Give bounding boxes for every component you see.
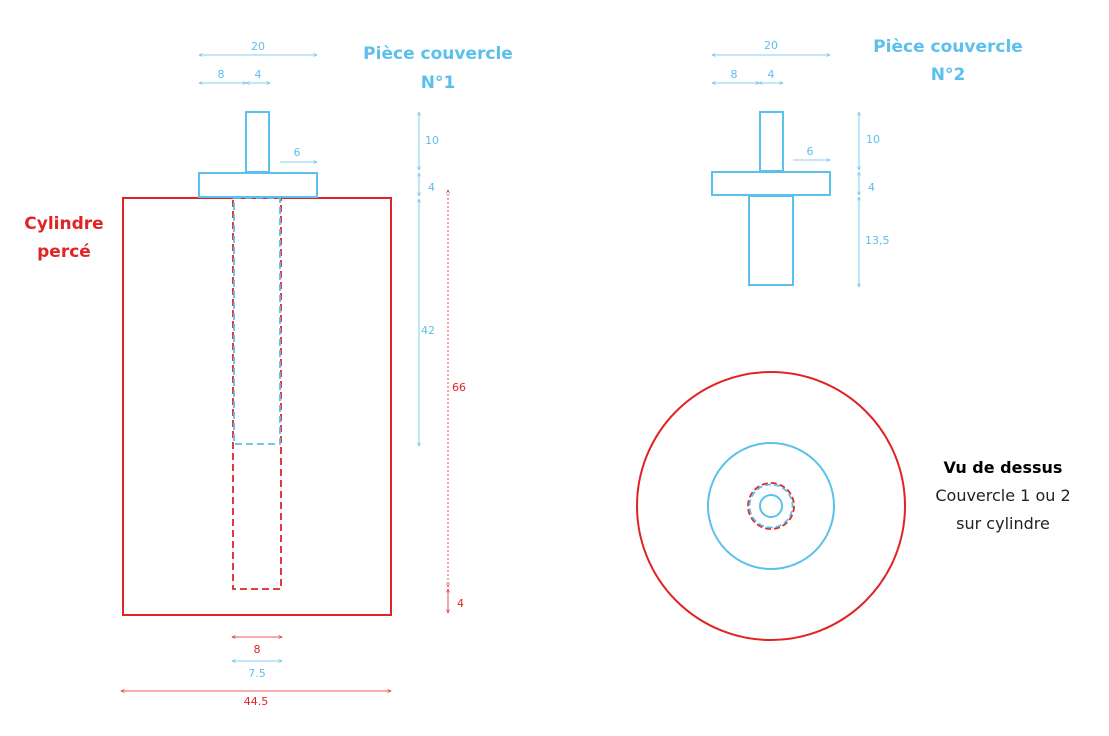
top-view-hole bbox=[747, 482, 795, 530]
piece2-flange bbox=[711, 171, 831, 196]
dim-bottom-gap: 4 bbox=[457, 597, 464, 610]
cylinder-title-line2: percé bbox=[37, 242, 91, 262]
dim-width-total: 20 bbox=[251, 40, 265, 53]
cylinder-title-line1: Cylindre bbox=[24, 214, 103, 234]
top-view-flange bbox=[707, 442, 835, 570]
dim-cyl-diam: 44.5 bbox=[244, 695, 269, 708]
topview-title: Vu de dessus bbox=[944, 458, 1063, 477]
dim2-stem-height: 10 bbox=[866, 133, 880, 146]
topview-line2: sur cylindre bbox=[956, 514, 1050, 533]
piece1-side-view: 20 8 4 6 10 4 42 66 4 8 7.5 44.5 bbox=[121, 40, 466, 708]
dim2-width-total: 20 bbox=[764, 39, 778, 52]
piece2-title-line2: N°2 bbox=[931, 65, 966, 85]
piece1-pin bbox=[233, 197, 281, 445]
piece1-stem bbox=[245, 111, 270, 173]
top-view-cylinder bbox=[636, 371, 906, 641]
piece1-flange bbox=[198, 172, 318, 198]
dim2-flange-overhang: 6 bbox=[807, 145, 814, 158]
piece2-stem bbox=[759, 111, 784, 172]
dim2-left-offset: 8 bbox=[731, 68, 738, 81]
dim-stem-height: 10 bbox=[425, 134, 439, 147]
dim2-flange-height: 4 bbox=[868, 181, 875, 194]
piece2-side-view: 20 8 4 6 10 4 13,5 bbox=[711, 39, 890, 287]
topview-line1: Couvercle 1 ou 2 bbox=[935, 486, 1070, 505]
dim-pin-length: 42 bbox=[421, 324, 435, 337]
top-view bbox=[636, 371, 906, 641]
piece2-pin bbox=[748, 195, 794, 286]
dim2-pin-length: 13,5 bbox=[865, 234, 890, 247]
dim-left-offset: 8 bbox=[218, 68, 225, 81]
cylinder-hole bbox=[232, 197, 282, 590]
dim-flange-overhang: 6 bbox=[294, 146, 301, 159]
dim-flange-height: 4 bbox=[428, 181, 435, 194]
top-view-stem bbox=[759, 494, 783, 518]
top-view-pin bbox=[748, 483, 794, 529]
dim-pin-diam: 7.5 bbox=[248, 667, 266, 680]
dim-hole-diam: 8 bbox=[254, 643, 261, 656]
dim-stem-width: 4 bbox=[255, 68, 262, 81]
piece2-title-line1: Pièce couvercle bbox=[873, 37, 1023, 57]
piece1-title-line2: N°1 bbox=[421, 73, 456, 93]
cylinder-outline bbox=[122, 197, 392, 616]
piece1-title-line1: Pièce couvercle bbox=[363, 44, 513, 64]
dim2-stem-width: 4 bbox=[768, 68, 775, 81]
dim-cyl-height: 66 bbox=[452, 381, 466, 394]
